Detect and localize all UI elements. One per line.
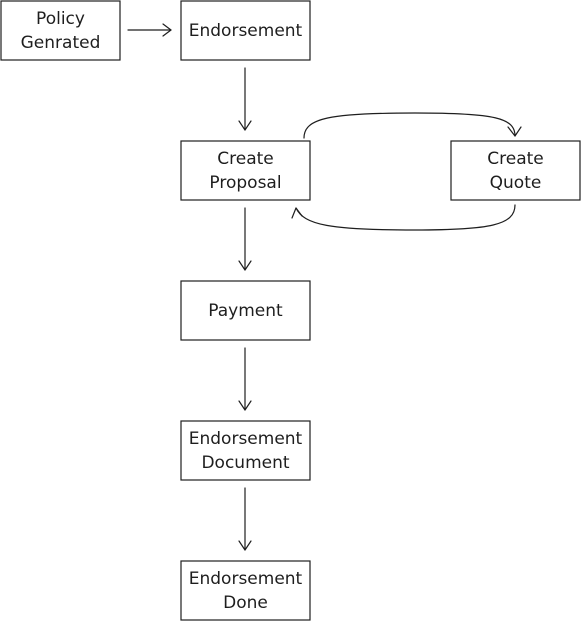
node-create-quote: Create Quote <box>450 140 581 201</box>
edge-proposal-to-quote <box>303 112 516 139</box>
edge-quote-to-proposal <box>295 204 516 231</box>
diagram-edges <box>127 23 522 551</box>
node-create-quote-label-line-2: Quote <box>490 173 542 193</box>
edge-endorsement-to-proposal-arrowhead <box>238 120 252 131</box>
node-endorsement-box <box>180 0 311 61</box>
node-create-quote-box <box>450 140 581 201</box>
node-policy-generated-label-line-2: Genrated <box>21 33 101 53</box>
node-policy-generated-label-line-1: Policy <box>36 9 85 29</box>
node-create-proposal-label-line-2: Proposal <box>209 173 281 193</box>
node-create-proposal: Create Proposal <box>180 140 311 201</box>
node-endorsement-document-label-line-1: Endorsement <box>189 429 303 449</box>
node-endorsement-label-line-1: Endorsement <box>189 21 303 41</box>
node-policy-generated-box <box>0 0 121 61</box>
node-endorsement-document: Endorsement Document <box>180 420 311 481</box>
node-endorsement-done: Endorsement Done <box>180 560 311 621</box>
node-endorsement-done-box <box>180 560 311 621</box>
node-endorsement-document-label-line-2: Document <box>201 453 289 473</box>
node-policy-generated: Policy Genrated <box>0 0 121 61</box>
node-create-proposal-box <box>180 140 311 201</box>
edge-proposal-to-quote-arrowhead <box>507 126 522 137</box>
node-endorsement-document-box <box>180 420 311 481</box>
node-endorsement-done-label-line-1: Endorsement <box>189 569 303 589</box>
node-payment-box <box>180 280 311 341</box>
edge-proposal-to-payment-arrowhead <box>238 260 252 271</box>
edge-policy-to-endorsement-arrowhead <box>162 23 172 37</box>
edge-document-to-done-arrowhead <box>238 540 252 551</box>
node-create-proposal-label-line-1: Create <box>217 149 274 169</box>
node-payment-label-line-1: Payment <box>208 301 283 321</box>
node-endorsement: Endorsement <box>180 0 311 61</box>
edge-payment-to-document-arrowhead <box>238 400 252 411</box>
node-create-quote-label-line-1: Create <box>487 149 544 169</box>
node-payment: Payment <box>180 280 311 341</box>
node-endorsement-done-label-line-2: Done <box>223 593 268 613</box>
edge-quote-to-proposal-arrowhead <box>291 207 303 219</box>
